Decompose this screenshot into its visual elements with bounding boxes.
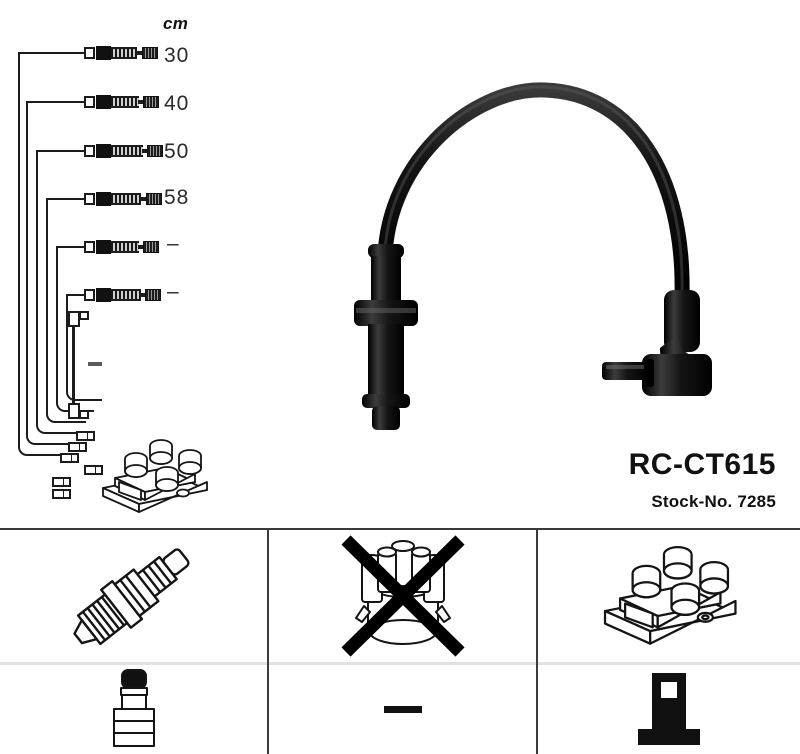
- ignition-coil-pack-icon: [603, 545, 737, 645]
- panel-row-divider: [0, 662, 800, 665]
- extra-cable-elbow-bottom-nub: [79, 410, 89, 419]
- length-label-2: 40: [164, 92, 190, 115]
- ignition-cable-icon: [354, 82, 712, 430]
- cable-row-1: [18, 43, 158, 63]
- cable-end-cap: [143, 96, 159, 108]
- bundle-wire-3: [36, 150, 78, 434]
- terminal-tab-1: [72, 453, 79, 463]
- coil-pack-panel-top: [538, 530, 800, 662]
- cable-connector-stub: [140, 197, 147, 201]
- length-label-3: 50: [164, 140, 190, 163]
- cable-end-cap: [143, 241, 159, 253]
- bundle-wire-6: [66, 294, 102, 401]
- cable-lead: [46, 198, 90, 200]
- section-divider: [0, 528, 800, 530]
- cable-connector-collar: [84, 96, 95, 108]
- ignition-coil-pack-icon: [102, 439, 208, 513]
- bundle-wire-4: [46, 198, 86, 423]
- distributor-cap-panel-bottom: [269, 664, 536, 754]
- cable-connector-stub: [136, 51, 143, 55]
- cable-connector-sleeve: [111, 96, 139, 108]
- length-label-4: 58: [164, 186, 190, 209]
- page-title: RC-CT615: [628, 448, 776, 481]
- cable-row-6: [18, 285, 161, 305]
- coil-terminal-icon: [638, 673, 700, 745]
- cable-lead: [66, 294, 90, 296]
- cross-out-x-icon: [340, 535, 465, 657]
- cable-connector-sleeve: [111, 145, 143, 157]
- cable-connector-sleeve: [111, 193, 141, 205]
- cable-lead: [36, 150, 90, 152]
- bundle-wire-1: [18, 52, 62, 456]
- spark-plug-panel-bottom: [0, 664, 267, 754]
- terminal-tab-5: [64, 477, 71, 487]
- terminal-tab-6: [64, 489, 71, 499]
- cable-connector-sleeve: [111, 47, 137, 59]
- stock-number: Stock-No. 7285: [651, 492, 776, 511]
- terminal-tab-2: [80, 442, 87, 452]
- rubber-boot-icon: [112, 669, 155, 747]
- ignition-coil-pack-small: [95, 432, 213, 517]
- cable-end-cap: [146, 193, 162, 205]
- panel-divider-right: [536, 528, 538, 754]
- cable-connector-stub: [138, 245, 144, 249]
- cable-connector-body: [96, 144, 111, 158]
- cable-lead: [26, 101, 90, 103]
- cable-boot-right: [602, 290, 712, 396]
- cable-connector-stub: [140, 293, 146, 297]
- spark-plug-panel-top: [0, 530, 267, 662]
- cable-end-cap: [145, 289, 161, 301]
- spark-plug-icon: [72, 548, 190, 646]
- cable-connector-body: [96, 240, 111, 254]
- distributor-cap-panel-top: [269, 530, 536, 662]
- bundle-wire-2: [26, 101, 70, 445]
- length-label-1: 30: [164, 44, 190, 67]
- length-label-6: –: [167, 280, 180, 303]
- terminal-tab-3: [88, 431, 95, 441]
- cable-end-cap: [147, 145, 163, 157]
- dash-icon: [383, 705, 422, 713]
- extra-cable-line: [72, 326, 75, 404]
- cable-boot-left: [354, 244, 418, 430]
- cable-row-2: [18, 92, 159, 112]
- cable-connector-collar: [84, 145, 95, 157]
- extra-cable-elbow-top-nub: [79, 311, 89, 320]
- distributor-cap-icon: [340, 535, 465, 657]
- cable-connector-stub: [138, 100, 144, 104]
- extra-cable-dash-label: [88, 362, 102, 366]
- main-cable-photo: [330, 62, 750, 432]
- cable-connector-body: [96, 46, 111, 60]
- coil-pack-panel-bottom: [538, 664, 800, 754]
- cable-connector-body: [96, 192, 111, 206]
- cable-connector-collar: [84, 47, 95, 59]
- unit-header: cm: [163, 14, 189, 33]
- cable-connector-stub: [142, 149, 148, 153]
- panel-divider-left: [267, 528, 269, 754]
- cable-lead: [56, 246, 90, 248]
- cable-connector-body: [96, 95, 111, 109]
- cable-connector-sleeve: [111, 241, 139, 253]
- cable-connector-sleeve: [111, 289, 141, 301]
- length-label-5: –: [167, 232, 180, 255]
- terminal-tab-4: [96, 465, 103, 475]
- cable-row-3: [18, 141, 163, 161]
- cable-end-cap: [142, 47, 158, 59]
